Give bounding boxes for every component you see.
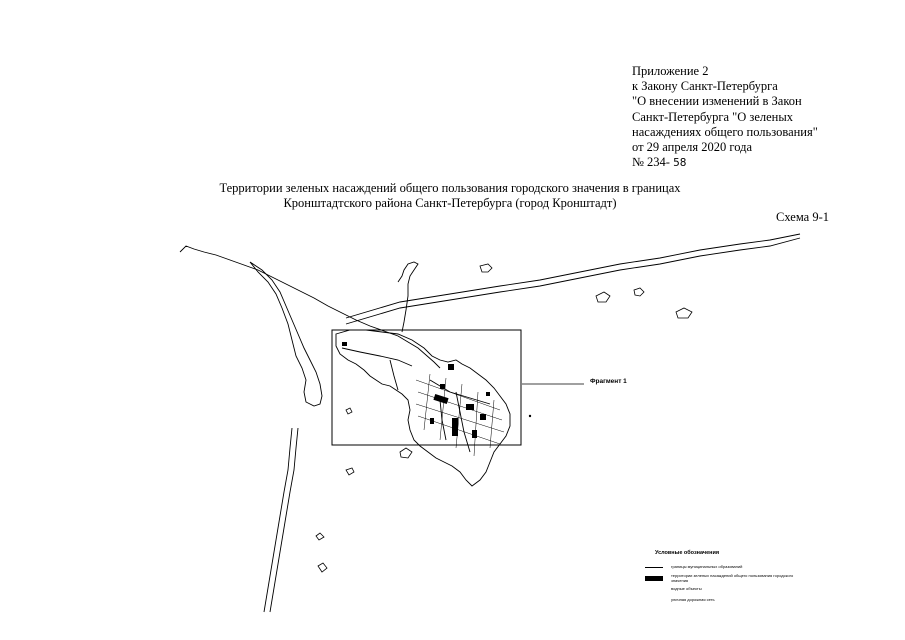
fort-dot xyxy=(528,414,532,418)
header-line-4: Санкт-Петербурга "О зеленых xyxy=(632,109,793,124)
legend-item-roads: уличная дорожная сеть xyxy=(645,595,811,606)
document-number-handwritten: 58 xyxy=(673,157,687,170)
dam-south-right xyxy=(269,427,299,613)
scheme-label: Схема 9-1 xyxy=(776,210,829,224)
municipal-boundary-5 xyxy=(455,391,471,453)
header-line-5: насаждениях общего пользования" xyxy=(632,124,818,139)
header-line-6: от 29 апреля 2020 года xyxy=(632,140,753,155)
header-line-2: к Закону Санкт-Петербурга xyxy=(632,79,778,94)
forts xyxy=(315,263,693,573)
map-title-line-2: Кронштадтского района Санкт-Петербурга (… xyxy=(283,196,617,210)
municipal-boundary-4 xyxy=(439,399,447,441)
legend-item-green: территории зеленых насаждений общего пол… xyxy=(645,573,811,584)
document-number-prefix: № 234- xyxy=(632,155,670,170)
green-areas xyxy=(342,342,490,438)
legend-item-boundary: границы муниципальных образований xyxy=(645,562,811,573)
legend-line-symbol xyxy=(645,567,663,568)
legend-item-text: водные объекты xyxy=(671,586,702,592)
dam-east-lower xyxy=(345,237,801,325)
street-grid xyxy=(415,373,505,457)
document-header: Приложение 2 к Закону Санкт-Петербурга "… xyxy=(632,64,818,171)
coastline-north-spit-inner xyxy=(249,261,323,407)
map-title: Территории зеленых насаждений общего пол… xyxy=(180,181,720,211)
municipal-boundary-1 xyxy=(341,347,413,367)
map-title-line-1: Территории зеленых насаждений общего пол… xyxy=(219,181,681,195)
header-line-1: Приложение 2 xyxy=(632,64,709,78)
dam-south-left xyxy=(263,427,293,613)
legend-item-water: водные объекты xyxy=(645,584,811,595)
fragment-frame xyxy=(331,329,522,446)
header-line-3: "О внесении изменений в Закон xyxy=(632,94,802,109)
dam-north-east xyxy=(397,261,419,333)
dam-east-upper xyxy=(345,233,801,319)
island-outline xyxy=(335,329,511,487)
municipal-boundary-2 xyxy=(389,359,399,391)
legend-title: Условные обозначения xyxy=(655,550,720,556)
legend-fill-symbol xyxy=(645,576,663,581)
legend: Условные обозначения границы муниципальн… xyxy=(645,550,811,606)
legend-item-text: уличная дорожная сеть xyxy=(671,597,715,603)
coastline-north-spit xyxy=(179,245,441,369)
fragment-label: Фрагмент 1 xyxy=(590,378,627,385)
legend-item-text: границы муниципальных образований xyxy=(671,564,743,570)
document-number: № 234- 58 xyxy=(632,155,818,171)
legend-item-text: территории зеленых насаждений общего пол… xyxy=(671,573,794,583)
